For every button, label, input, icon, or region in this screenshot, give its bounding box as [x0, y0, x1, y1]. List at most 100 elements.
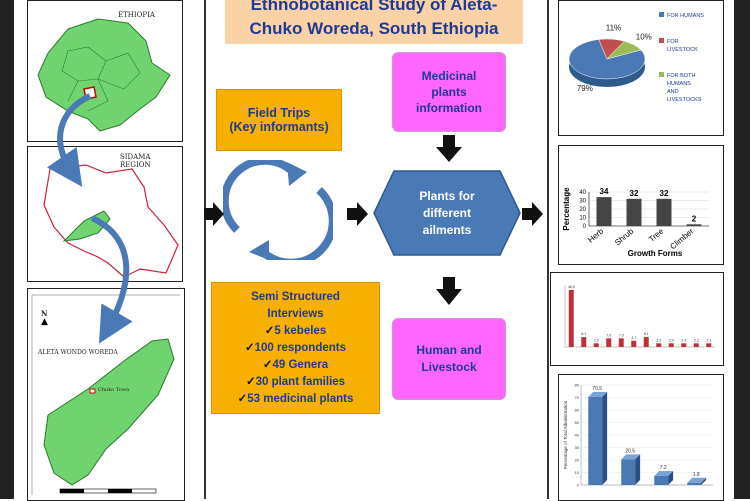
stat-medicinal-plants: ✓53 medicinal plants — [238, 391, 354, 408]
stat-respondents: ✓100 respondents — [245, 340, 346, 357]
human-livestock-line1: Human and — [416, 343, 482, 357]
admin-bar-top — [687, 477, 707, 483]
pie-legend-swatch — [659, 12, 664, 17]
admin-bar-label: 70.5 — [592, 386, 602, 392]
check-icon: ✓ — [262, 358, 273, 371]
arrow-right-3 — [522, 202, 543, 226]
y-tick-label: 10 — [579, 216, 586, 222]
y-tick-label: 10 — [575, 470, 580, 475]
medicinal-info-line2: plants — [431, 85, 467, 99]
pie-legend-label: LIVESTOCK — [667, 47, 698, 53]
growth-bar-label: 32 — [660, 189, 669, 198]
admin-bar-side — [602, 391, 608, 485]
y-tick-label: 70 — [575, 395, 580, 400]
family-bar — [706, 343, 712, 347]
y-tick-label: 60 — [575, 408, 580, 413]
title-line2: Chuko Woreda, South Ethiopia — [249, 19, 499, 38]
admin-bar-top — [588, 391, 608, 397]
field-trips-box: Field Trips (Key informants) — [216, 89, 342, 151]
semi-structured-line1: Semi Structured — [251, 290, 340, 303]
growth-bar-label: 34 — [600, 187, 609, 196]
growth-bar — [626, 198, 642, 226]
family-bar-label: 8.1 — [581, 332, 586, 336]
growth-category-label: Herb — [586, 226, 605, 244]
field-trips-line1: Field Trips — [247, 106, 311, 120]
growth-bar-label: 2 — [692, 214, 697, 223]
admin-bar-side — [635, 454, 641, 485]
plants-hex-line1: Plants for — [419, 188, 475, 203]
family-bar — [656, 343, 662, 347]
admin-bar-label: 20.5 — [625, 448, 635, 454]
human-livestock-box: Human and Livestock — [392, 318, 506, 400]
stat-families-text: 30 plant families — [255, 375, 346, 388]
semi-structured-box: Semi Structured Interviews ✓5 kebeles ✓1… — [211, 282, 380, 414]
stat-respondents-text: 100 respondents — [254, 341, 347, 354]
medicinal-info-line3: information — [416, 101, 482, 115]
pie-data-label: 79% — [577, 84, 593, 93]
frame-right — [734, 0, 750, 499]
pie-legend-label: FOR HUMANS — [667, 13, 704, 19]
plants-hex-line3: ailments — [422, 222, 472, 237]
admin-bar-side — [668, 471, 674, 485]
family-bar-label: 4.7 — [631, 336, 636, 340]
family-bar-label: 7.0 — [606, 333, 611, 337]
map-connector-arrows — [46, 93, 133, 344]
stat-genera-text: 49 Genera — [272, 358, 329, 371]
human-livestock-line2: Livestock — [421, 360, 477, 374]
north-arrow-label: N — [41, 309, 48, 318]
title-line1: Ethnobotanical Study of Aleta- — [250, 0, 498, 14]
family-bar — [581, 337, 587, 347]
y-tick-label: 40 — [579, 190, 586, 196]
y-tick-label: 20 — [579, 207, 586, 213]
check-icon: ✓ — [237, 392, 248, 405]
growth-bar — [686, 224, 702, 226]
admin-bar-top — [654, 471, 674, 476]
y-tick-label: 20 — [575, 458, 580, 463]
y-axis-label: Percentage — [562, 187, 571, 231]
woreda-map — [31, 294, 180, 495]
plants-hexagon — [373, 170, 521, 256]
family-bar — [606, 338, 612, 347]
pie-data-label: 10% — [636, 32, 652, 41]
cycle-arrows — [223, 160, 333, 260]
admin-bar — [687, 482, 702, 485]
ethiopia-map — [37, 18, 171, 132]
x-axis-label: Growth Forms — [628, 249, 683, 258]
admin-bar — [588, 396, 603, 485]
family-bar — [693, 343, 699, 347]
arrow-down-1 — [436, 135, 462, 162]
y-tick-label: 30 — [579, 199, 586, 205]
plants-hexagon-text: Plants for different ailments — [392, 180, 502, 246]
center-frame — [204, 0, 549, 499]
admin-bar — [621, 459, 636, 485]
check-icon: ✓ — [245, 375, 256, 388]
family-bar — [668, 343, 674, 347]
pie-legend-label: HUMANS — [667, 81, 691, 87]
plants-hex-line2: different — [423, 205, 471, 220]
family-bar — [631, 340, 637, 347]
family-bar-label: 8.1 — [644, 332, 649, 336]
admin-bar-label: 7.2 — [660, 465, 667, 471]
pie-legend-label: FOR — [667, 39, 679, 45]
pie-legend-label: FOR BOTH — [667, 73, 695, 79]
sidama-map-label: SIDAMA REGION — [120, 153, 151, 169]
family-bar-label: 7.0 — [619, 333, 624, 337]
family-bar-label: 46.5 — [568, 285, 575, 289]
admin-bar — [654, 476, 669, 485]
stat-families: ✓30 plant families — [246, 374, 345, 391]
medicinal-info-box: Medicinal plants information — [392, 52, 506, 132]
scale-bar — [59, 488, 157, 494]
y-tick-label: 30 — [575, 445, 580, 450]
growth-category-label: Climber — [668, 226, 695, 251]
y-tick-label: 0 — [577, 483, 580, 488]
y-tick-label: 40 — [575, 433, 580, 438]
title-banner: Ethnobotanical Study of Aleta- Chuko Wor… — [225, 0, 523, 44]
growth-category-label: Tree — [647, 226, 666, 244]
growth-bar — [656, 198, 672, 226]
admin-bar-side — [701, 477, 707, 485]
pie-legend-swatch — [659, 72, 664, 77]
check-icon: ✓ — [264, 324, 275, 337]
